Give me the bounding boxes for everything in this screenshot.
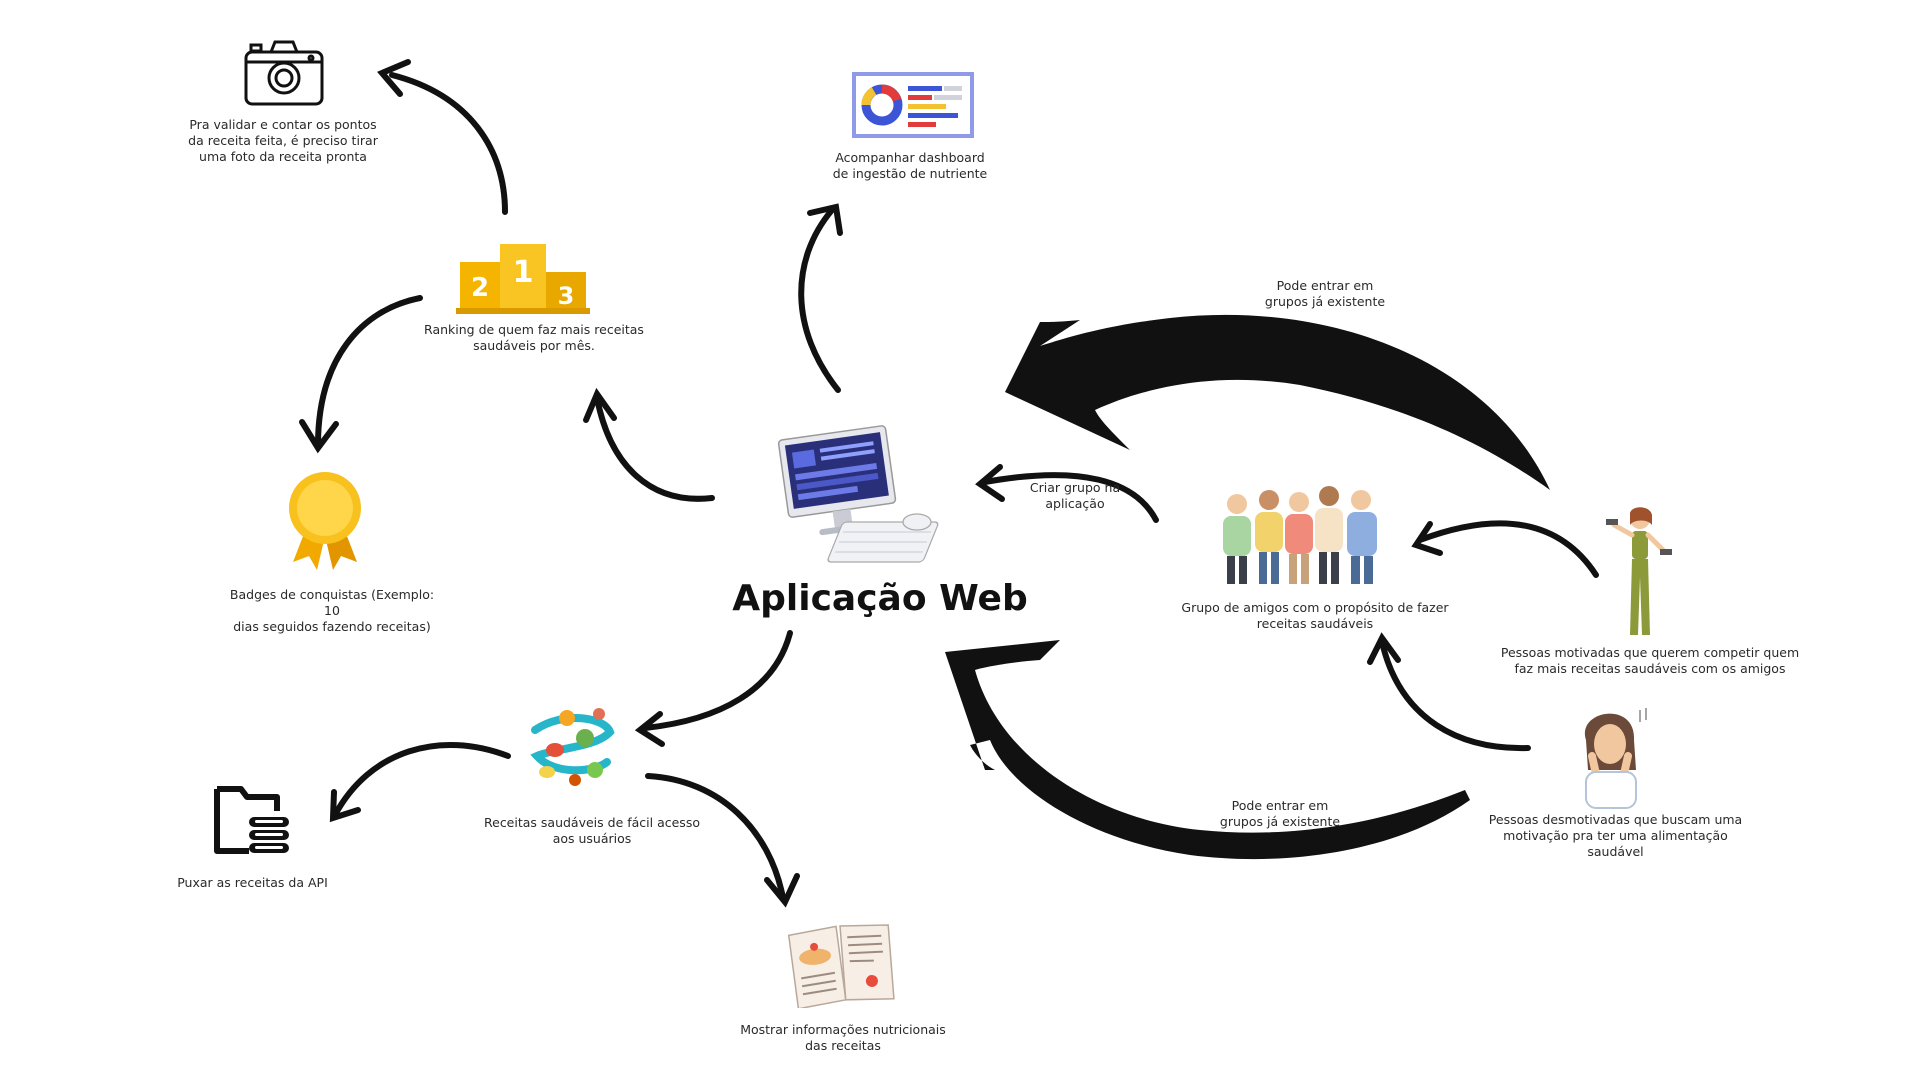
arrow-center-to-ranking bbox=[594, 395, 715, 502]
arrow-unmotivated-to-group-head bbox=[1367, 632, 1401, 665]
arrow-group-to-center-head bbox=[975, 464, 1005, 502]
camera-label: Pra validar e contar os pontos da receit… bbox=[188, 117, 378, 164]
fitness-woman-icon bbox=[1606, 507, 1672, 635]
friends-group-icon bbox=[1223, 486, 1377, 584]
arrow-ranking-to-camera-head bbox=[377, 59, 411, 97]
arrow-center-to-ranking-head bbox=[583, 387, 617, 423]
camera-icon bbox=[244, 40, 324, 106]
svg-text:1: 1 bbox=[513, 255, 534, 290]
desktop-computer-icon bbox=[777, 425, 939, 563]
arrow-group-to-center bbox=[982, 472, 1159, 523]
ranking-label: Ranking de quem faz mais receitas saudáv… bbox=[424, 322, 644, 353]
dashboard-chart-icon bbox=[852, 72, 974, 138]
edge-label-join-bottom: Pode entrar em grupos já existente bbox=[1219, 798, 1341, 829]
big-arrow-unmotivated-to-center bbox=[945, 640, 1470, 860]
svg-text:3: 3 bbox=[558, 282, 575, 310]
healthy-food-icon bbox=[530, 708, 615, 786]
arrow-center-to-recipes-head bbox=[634, 711, 665, 747]
database-folder-icon bbox=[214, 786, 289, 854]
arrow-motivated-to-group bbox=[1417, 520, 1599, 578]
arrow-recipes-to-nutrition bbox=[645, 773, 786, 901]
arrow-ranking-to-camera bbox=[389, 72, 508, 215]
arrow-center-to-dashboard bbox=[798, 207, 841, 393]
arrow-center-to-dashboard-head bbox=[807, 203, 843, 236]
dashboard-label: Acompanhar dashboard de ingestão de nutr… bbox=[832, 150, 988, 181]
group-label: Grupo de amigos com o propósito de fazer… bbox=[1181, 600, 1449, 631]
nutrition-label: Mostrar informações nutricionais das rec… bbox=[740, 1022, 946, 1053]
motivated-label: Pessoas motivadas que querem competir qu… bbox=[1500, 645, 1800, 676]
award-badge-icon bbox=[289, 472, 361, 570]
recipes-label: Receitas saudáveis de fácil acesso aos u… bbox=[484, 815, 700, 846]
arrow-recipes-to-api-head bbox=[329, 789, 361, 823]
podium-icon: 2 1 3 bbox=[456, 244, 590, 314]
arrow-ranking-to-badges-head bbox=[299, 419, 339, 454]
recipe-book-icon bbox=[787, 924, 895, 1008]
big-arrow-motivated-to-center bbox=[1005, 314, 1550, 490]
edge-label-create-group: Criar grupo na aplicação bbox=[1029, 480, 1121, 511]
arrow-motivated-to-group-head bbox=[1411, 521, 1443, 556]
center-title: Aplicação Web bbox=[732, 578, 1028, 619]
unmotivated-label: Pessoas desmotivadas que buscam uma moti… bbox=[1488, 812, 1743, 859]
edge-label-join-top: Pode entrar em grupos já existente bbox=[1264, 278, 1386, 309]
arrow-center-to-recipes bbox=[642, 630, 793, 731]
arrow-recipes-to-api bbox=[332, 741, 511, 818]
svg-text:2: 2 bbox=[471, 273, 489, 303]
badges-label: Badges de conquistas (Exemplo: 10 dias s… bbox=[229, 587, 435, 634]
stressed-woman-icon bbox=[1584, 708, 1647, 809]
api-label: Puxar as receitas da API bbox=[177, 875, 328, 890]
arrow-ranking-to-badges bbox=[315, 295, 423, 448]
arrow-recipes-to-nutrition-head bbox=[764, 873, 800, 908]
arrow-unmotivated-to-group bbox=[1379, 639, 1531, 752]
